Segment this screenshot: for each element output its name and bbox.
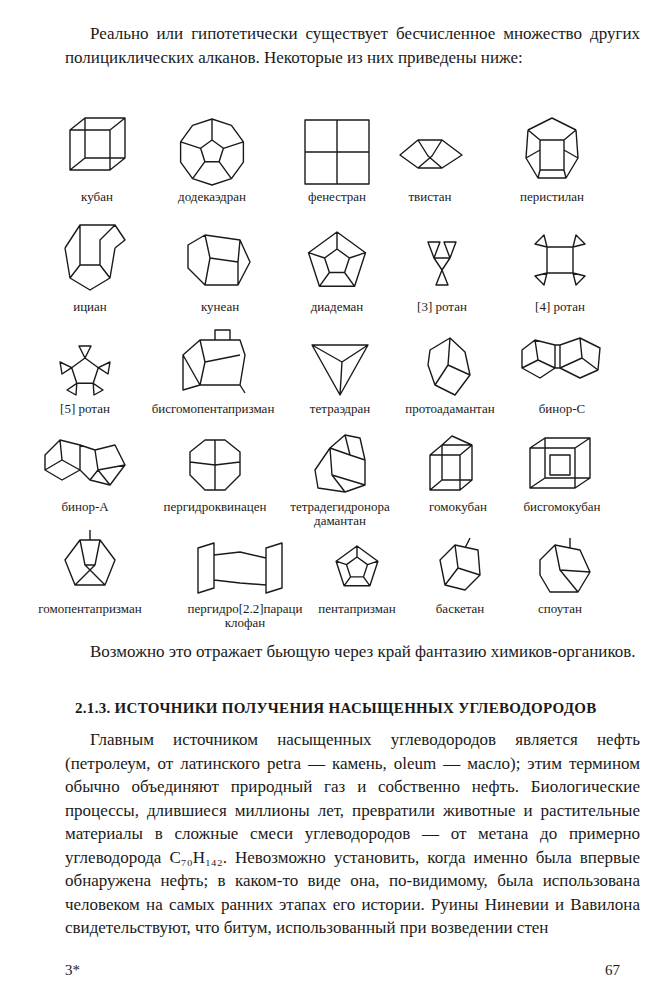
molecule-name: бинор-А: [50, 500, 120, 514]
body-paragraph: Реально или гипотетически существует бес…: [65, 22, 640, 69]
molecule-name: бисгомопентапризман: [143, 402, 283, 416]
molecule-name: баскетан: [420, 602, 500, 616]
rotane-4: [535, 235, 585, 285]
molecule-name: пентапризман: [312, 602, 402, 616]
fenestrane: [305, 120, 369, 184]
rotane-5: [60, 346, 110, 395]
page-number: 67: [560, 962, 620, 979]
iceane: [65, 225, 125, 290]
molecule-name: кунеан: [180, 300, 260, 314]
peristylane: [526, 118, 578, 178]
twistane: [400, 140, 462, 168]
section-heading: 2.1.3. ИСТОЧНИКИ ПОЛУЧЕНИЯ НАСЫЩЕННЫХ УГ…: [75, 700, 645, 717]
molecule-name: [5] ротан: [50, 402, 120, 416]
rotane-3: [428, 242, 456, 285]
cubane: [70, 118, 125, 170]
molecule-name: бинор-С: [527, 402, 597, 416]
perhydroquinacene: [190, 440, 240, 490]
molecule-name: твистан: [390, 190, 470, 204]
bishomopentaprismane: [183, 330, 245, 393]
molecule-name: [3] ротан: [407, 300, 477, 314]
homopentaprismane: [65, 530, 115, 585]
dodecahedrane: [181, 119, 244, 185]
molecule-name: протоадамантан: [395, 402, 505, 416]
molecule-name: пергидро[2.2]парациклофан: [185, 602, 305, 630]
pentaprismane: [336, 546, 378, 586]
tetrahedrane: [312, 345, 368, 395]
paracyclophane: [198, 543, 282, 593]
molecule-name: тетраэдран: [295, 402, 385, 416]
bishomocubane: [530, 438, 590, 488]
molecule-name: [4] ротан: [525, 300, 595, 314]
molecule-name: перистилан: [507, 190, 597, 204]
molecule-name: ициан: [50, 300, 130, 314]
molecule-name: пергидроквинацен: [155, 500, 275, 514]
molecule-name: додекаэдран: [162, 190, 262, 204]
binor-a: [45, 440, 125, 485]
molecule-name: гомопентапризман: [30, 602, 150, 616]
molecule-name: гомокубан: [418, 500, 498, 514]
body-paragraph: Возможно это отражает бьющую через край …: [65, 640, 640, 664]
tetradehydronoradamantane: [315, 435, 365, 492]
cuneane: [188, 235, 250, 285]
molecule-name: фенестран: [292, 190, 382, 204]
page-signature: 3*: [65, 962, 80, 979]
homocubane: [430, 436, 472, 490]
protoadamantane: [428, 338, 470, 395]
body-paragraph: Главным источником насыщенных углеводоро…: [65, 728, 640, 940]
molecule-name: споутан: [520, 602, 600, 616]
molecule-name: бисгомокубан: [512, 500, 612, 514]
diademane: [309, 232, 366, 286]
molecule-name: тетрадегидронорадамантан: [290, 500, 390, 528]
basketane: [440, 538, 480, 590]
binor-c: [522, 338, 600, 378]
snoutane: [540, 538, 590, 592]
molecule-name: диадеман: [292, 300, 382, 314]
molecule-name: кубан: [52, 190, 142, 204]
